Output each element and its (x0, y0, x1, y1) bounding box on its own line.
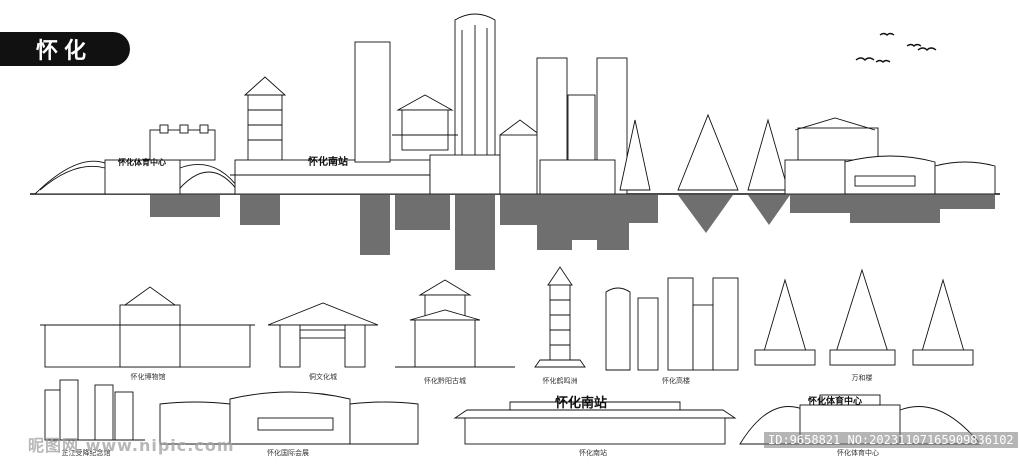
birds-icon (855, 32, 937, 63)
hemingzhou-pagoda-drawing (534, 266, 586, 368)
skyline-sports-sign: 怀化体育中心 (118, 157, 166, 167)
bottom-sports-sign: 怀化体育中心 (808, 397, 863, 407)
dong-city-gate-drawing (267, 302, 379, 368)
caption-wanhe: 万和楼 (851, 374, 873, 382)
memorial-drawing (44, 379, 145, 441)
watermark-site: 昵图网 www.nipic.com (28, 436, 235, 455)
caption-highrise: 怀化高楼 (662, 377, 690, 385)
caption-south-station: 怀化南站 (579, 449, 607, 457)
city-title-tab: 怀化 (0, 32, 130, 66)
caption-museum: 怀化博物馆 (130, 373, 166, 381)
caption-sports: 怀化体育中心 (837, 449, 879, 457)
skyline-station-sign: 怀化南站 (308, 157, 348, 168)
museum-drawing (40, 286, 255, 368)
caption-expo: 怀化国际会展 (267, 449, 309, 457)
expo-center-drawing (159, 391, 419, 445)
city-title: 怀化 (36, 39, 93, 64)
main-skyline (30, 13, 1000, 195)
south-station-drawing (453, 401, 737, 445)
watermark-id: ID:9658821 NO:20231107165909836102 (764, 432, 1018, 448)
landmark-row (40, 266, 981, 445)
bottom-station-sign: 怀化南站 (555, 396, 608, 411)
highrise-drawing (605, 277, 739, 371)
wanhe-towers-drawing (754, 268, 974, 366)
qianyang-old-city-drawing (395, 279, 515, 368)
caption-dong-city: 侗文化城 (309, 373, 337, 381)
caption-hemingzhou: 怀化鹤鸣洲 (542, 377, 578, 385)
caption-memorial: 芷江受降纪念馆 (61, 449, 111, 457)
water-reflection (150, 195, 995, 270)
caption-qianyang: 怀化黔阳古城 (424, 377, 466, 385)
